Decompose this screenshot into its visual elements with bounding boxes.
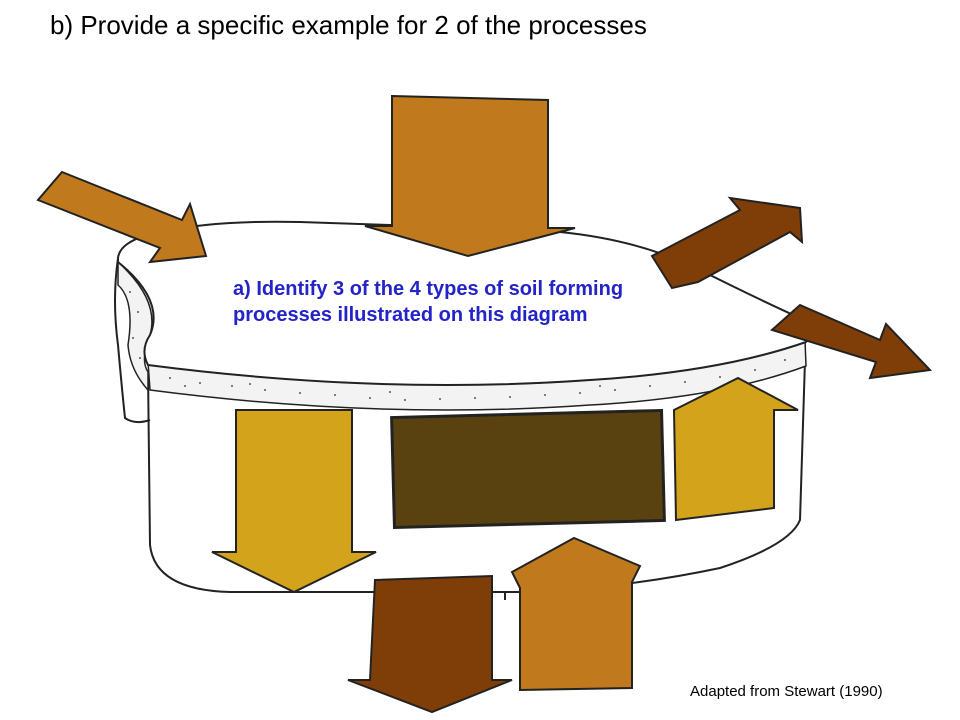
soil-block-left-wall — [114, 257, 151, 424]
addition-arrow-top — [364, 94, 576, 258]
loss-arrow-right — [770, 303, 933, 380]
transformation-box — [390, 408, 666, 530]
slide-title: b) Provide a specific example for 2 of t… — [50, 10, 647, 40]
translocation-arrow-bottom-up — [510, 536, 642, 692]
translocation-arrow-up — [672, 376, 799, 522]
loss-arrow-bottom — [347, 574, 513, 714]
left-side-band — [117, 260, 153, 392]
source-credit: Adapted from Stewart (1990) — [690, 683, 883, 700]
question-a: a) Identify 3 of the 4 types of soil for… — [233, 278, 624, 326]
translocation-arrow-down — [211, 409, 377, 594]
addition-arrow-left — [36, 170, 208, 264]
band-stipple — [129, 291, 786, 401]
loss-arrow-upper-right — [650, 196, 804, 290]
